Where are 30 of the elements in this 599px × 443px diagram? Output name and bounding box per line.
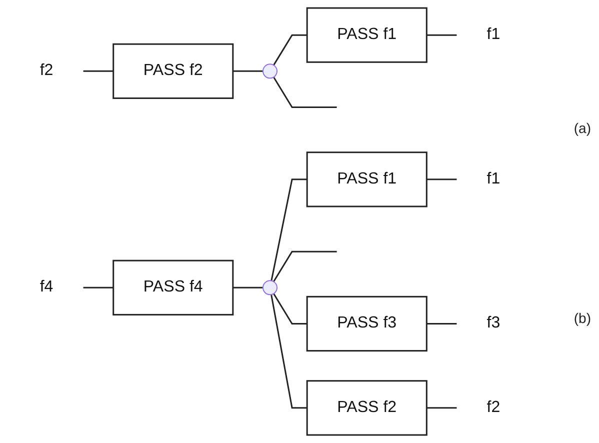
node-dot: [262, 64, 278, 79]
connector: [273, 250, 337, 282]
node-box: PASS f1: [306, 152, 428, 208]
connector: [273, 34, 308, 66]
panel-label: (b): [574, 310, 591, 326]
connector: [83, 70, 114, 72]
connector: [232, 70, 263, 72]
connector: [426, 407, 457, 409]
connector: [273, 293, 308, 324]
node-text: f4: [40, 278, 54, 296]
node-text: f3: [486, 314, 500, 332]
connector: [426, 322, 457, 324]
connector: [426, 34, 457, 36]
node-text: f1: [486, 170, 500, 188]
node-text: f2: [486, 398, 500, 416]
node-box: PASS f2: [306, 380, 428, 436]
node-text: f1: [486, 26, 500, 44]
node-text: f2: [40, 62, 54, 80]
connector: [270, 178, 308, 281]
connector: [426, 178, 457, 180]
panel-label: (a): [574, 120, 591, 136]
connector: [270, 294, 308, 409]
node-box: PASS f4: [112, 260, 234, 316]
node-box: PASS f1: [306, 7, 428, 63]
connector: [232, 286, 263, 288]
connector: [83, 286, 114, 288]
node-box: PASS f3: [306, 296, 428, 352]
connector: [273, 76, 337, 108]
node-dot: [262, 280, 278, 296]
node-box: PASS f2: [112, 43, 234, 99]
